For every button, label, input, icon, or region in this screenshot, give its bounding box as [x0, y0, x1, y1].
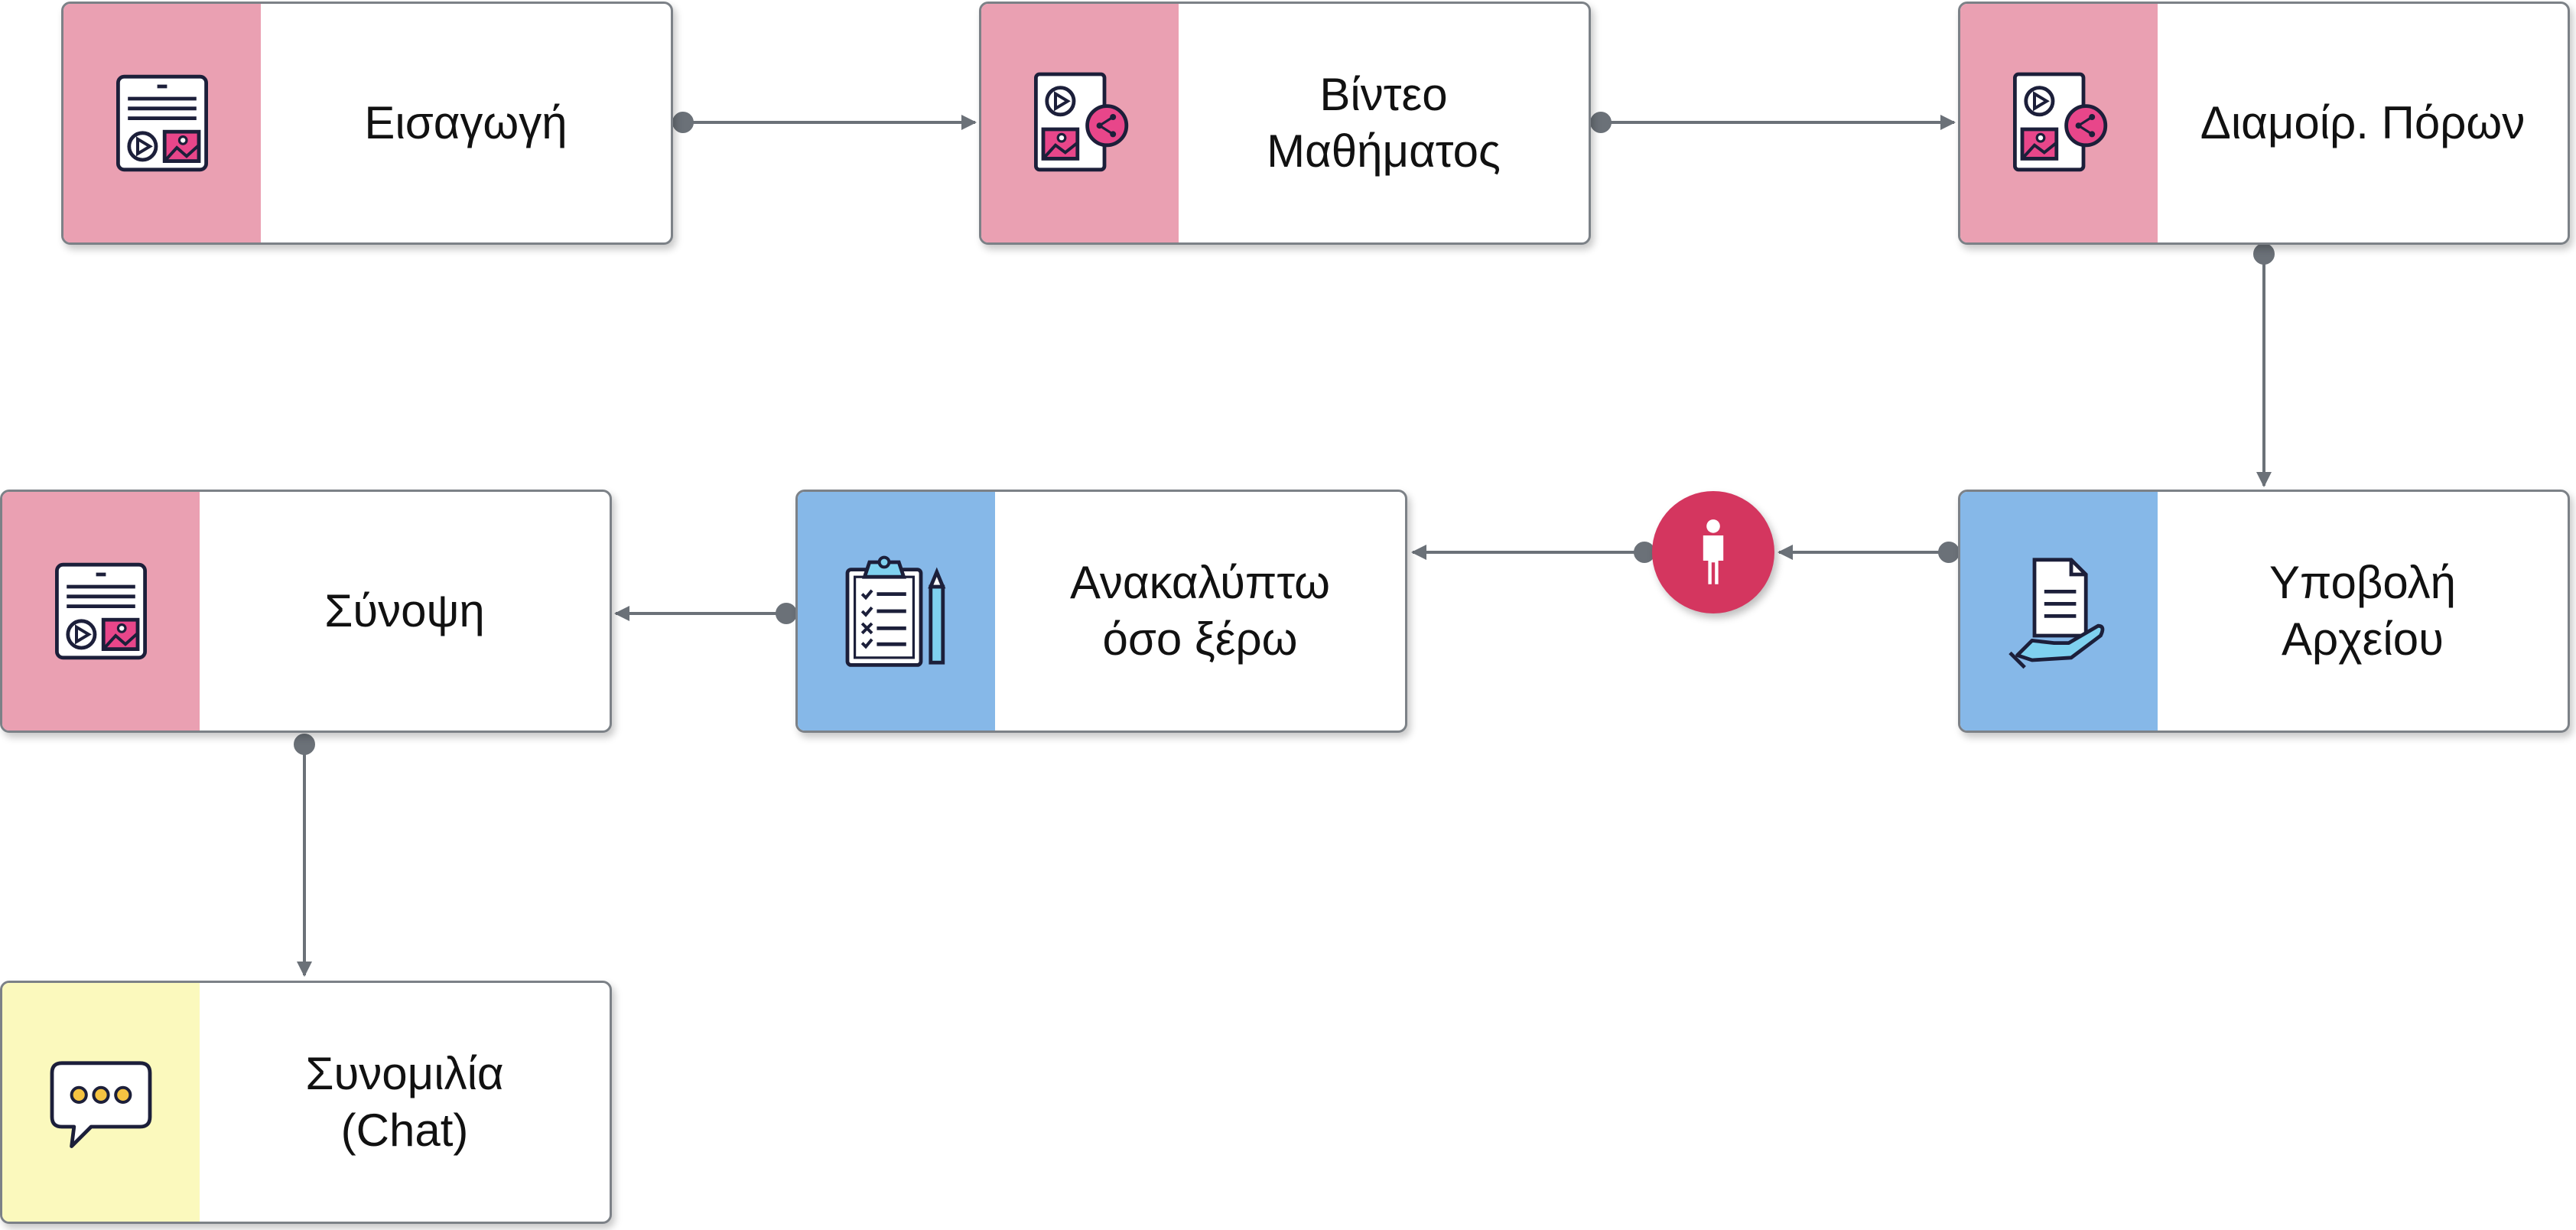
node-discover-label: Ανακαλύπτω όσο ξέρω — [1069, 557, 1331, 665]
node-video[interactable]: Βίντεο Μαθήματος — [979, 2, 1591, 245]
node-summary-label: Σύνοψη — [324, 585, 485, 636]
node-resources[interactable]: Διαμοίρ. Πόρων — [1958, 2, 2570, 245]
node-summary[interactable]: Σύνοψη — [0, 490, 612, 733]
node-resources-label: Διαμοίρ. Πόρων — [2200, 97, 2526, 148]
media-page-icon — [55, 562, 147, 660]
media-share-icon — [2013, 72, 2108, 172]
node-submit-label: Υποβολή Αρχείου — [2269, 557, 2457, 665]
node-submit[interactable]: Υποβολή Αρχείου — [1958, 490, 2570, 733]
node-resources-icon-panel — [1960, 4, 2158, 242]
chat-bubble-icon — [50, 1061, 152, 1148]
node-chat-icon-panel — [2, 983, 200, 1222]
node-submit-icon-panel — [1960, 492, 2158, 731]
media-share-icon — [1034, 72, 1129, 172]
media-page-icon — [116, 74, 208, 172]
node-discover[interactable]: Ανακαλύπτω όσο ξέρω — [795, 490, 1407, 733]
node-chat[interactable]: Συνομιλία (Chat) — [0, 981, 612, 1224]
node-intro-icon-panel — [63, 4, 261, 242]
node-intro-label: Εισαγωγή — [364, 97, 568, 148]
node-chat-label: Συνομιλία (Chat) — [305, 1048, 504, 1156]
clipboard-checklist-icon — [845, 555, 946, 667]
node-video-icon-panel — [981, 4, 1179, 242]
person-icon — [1703, 519, 1724, 584]
document-hand-icon — [2008, 558, 2105, 669]
node-video-label: Βίντεο Μαθήματος — [1267, 69, 1501, 177]
node-intro[interactable]: Εισαγωγή — [61, 2, 673, 245]
actor-node[interactable] — [1652, 491, 1774, 613]
node-discover-icon-panel — [798, 492, 995, 731]
node-summary-icon-panel — [2, 492, 200, 731]
